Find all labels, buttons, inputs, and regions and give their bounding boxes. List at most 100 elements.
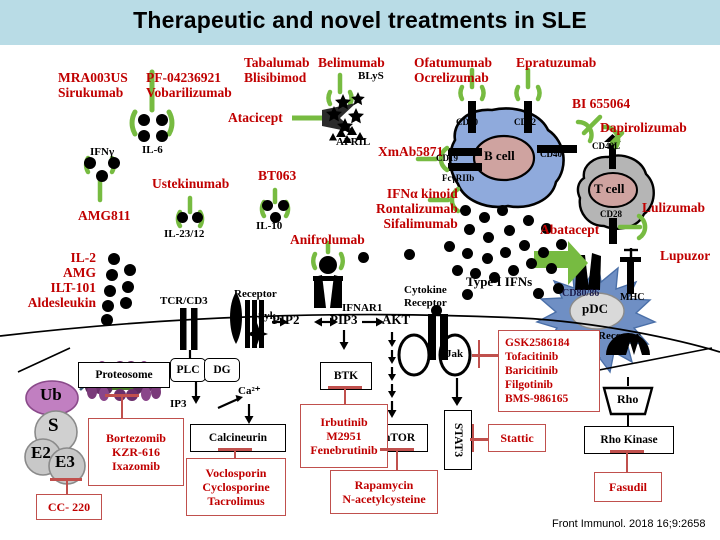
label-akt: AKT [382, 312, 411, 327]
rbox-mtor-inhibitors: Rapamycin N-acetylcysteine [330, 470, 438, 514]
label-blys: BLyS [358, 70, 384, 82]
label-type1-ifns: Type I IFNs [466, 274, 533, 289]
cd40-receptor-icon [537, 145, 577, 153]
drug-label-cd28: Lulizumab [642, 200, 706, 215]
cytokine-receptor-bar-1 [428, 314, 436, 360]
rbox-jak-inhibitors: GSK2586184 Tofacitinib Baricitinib Filgo… [498, 330, 600, 412]
proteosome-inh-stem [121, 396, 124, 418]
cc220-inhibit-bar [50, 478, 82, 481]
slide-header-bar: Therapeutic and novel treatments in SLE [0, 0, 720, 45]
label-ca: Ca²⁺ [238, 385, 261, 397]
label-pip3: PIP3 [330, 312, 358, 327]
label-syk: Syk [258, 310, 276, 322]
label-cd20: CD20 [456, 117, 478, 127]
calcineurin-inhibit-bar [218, 448, 252, 451]
drug-label-ifng: AMG811 [78, 208, 131, 223]
tcr-cd3-icon [180, 308, 187, 350]
drug-label-cd40l: Dapirolizumab [600, 120, 687, 135]
cd28-receptor-icon [609, 218, 617, 244]
rbox-btk-inhibitors: Irbutinib M2951 Fenebrutinib [300, 404, 388, 468]
il6-antibody-icon [129, 69, 175, 137]
rbox-rhok-inhibitor: Fasudil [594, 472, 662, 502]
page-title: Therapeutic and novel treatments in SLE [133, 7, 587, 33]
mid-receptor-bar-3 [259, 300, 264, 348]
jak-inhibit-bar [478, 340, 481, 368]
ifnar1-receptor-icon [313, 256, 343, 308]
cd19-receptor-icon [448, 148, 482, 156]
label-cd28: CD28 [600, 209, 622, 219]
stat3-inhibit-connector [470, 438, 490, 441]
t-cell-nucleus [588, 172, 638, 208]
cytokine-receptor-bar-2 [440, 314, 448, 360]
jak-inhibit-connector [472, 354, 502, 357]
drug-label-cd40: BI 655064 [572, 96, 631, 111]
label-april: APRIL [336, 136, 371, 148]
box-proteosome: Proteosome [78, 362, 170, 388]
drug-label-il10: BT063 [258, 168, 297, 183]
mid-receptor-bar-1 [245, 300, 250, 348]
drug-label-ifnar1: Anifrolumab [290, 232, 365, 247]
pathway-arrows [79, 317, 463, 424]
rbox-proteosome-inhibitors: Bortezomib KZR-616 Ixazomib [88, 418, 184, 486]
cd8086-receptor-icon-2 [588, 253, 601, 290]
label-cd19: CD19 [436, 153, 458, 163]
drug-label-belimumab: Belimumab [318, 55, 385, 70]
label-pip2: PIP2 [272, 312, 300, 327]
cc220-stem [66, 480, 69, 494]
box-calcineurin: Calcineurin [190, 424, 286, 452]
citation-text: Front Immunol. 2018 16;9:2658 [552, 518, 706, 530]
box-plc: PLC [170, 358, 206, 382]
mhc-head-icon [620, 257, 641, 262]
mid-receptor-leaf-icon [230, 292, 242, 344]
drug-label-fcgr: XmAb5871 [378, 144, 444, 159]
label-jak: Jak [446, 348, 464, 360]
rbox-stat3-inhibitor: Stattic [488, 424, 546, 452]
cd28-antibody-icon [617, 213, 648, 241]
belimumab-antibody-icon [326, 72, 354, 107]
nuclear-edge-line [17, 347, 71, 373]
box-stat3: STAT3 [444, 410, 472, 470]
box-rho-kinase: Rho Kinase [584, 426, 674, 454]
label-cd22: CD22 [514, 117, 536, 127]
cd22-antibody-icon [514, 67, 542, 102]
proteosome-inhibit-bar [105, 394, 139, 397]
syk-icon [246, 323, 268, 345]
label-il10: IL-10 [256, 220, 283, 232]
mtor-inhibit-bar [380, 448, 414, 451]
receptor-loop-left [397, 333, 431, 377]
label-t-cell: T cell [594, 181, 625, 196]
label-b-cell: B cell [484, 148, 515, 163]
rhok-inhibit-bar [610, 450, 644, 453]
tcr-cd3-icon-2 [191, 308, 198, 350]
label-receptor-mid: Receptor [234, 288, 277, 300]
label-mhc: MHC [620, 292, 645, 303]
jak-loop [438, 333, 472, 377]
label-ifng: IFNγ [90, 146, 115, 158]
label-e2: E2 [31, 443, 51, 462]
cd22-receptor-icon [524, 101, 532, 133]
label-pdc: pDC [582, 301, 609, 316]
label-tcr-cd3: TCR/CD3 [160, 295, 208, 307]
calcineurin-inh-stem [234, 450, 237, 464]
fcgr-antibody-icon [415, 145, 450, 173]
label-receptor-right: Receptor [598, 330, 641, 342]
rho-pentagon [602, 386, 654, 416]
mtor-inh-stem [396, 450, 399, 470]
ifnar1-antibody-icon [311, 240, 345, 271]
label-rho: Rho [617, 392, 639, 406]
rbox-cc220: CC- 220 [36, 494, 102, 520]
box-dg: DG [204, 358, 240, 382]
cd20-receptor-icon [468, 101, 476, 133]
rho-receptor-icon [606, 333, 650, 355]
drug-label-cd8086: Abatacept [540, 222, 600, 237]
rhok-inh-stem [626, 452, 629, 472]
label-s: S [48, 415, 59, 436]
cd40-antibody-icon [575, 114, 603, 144]
